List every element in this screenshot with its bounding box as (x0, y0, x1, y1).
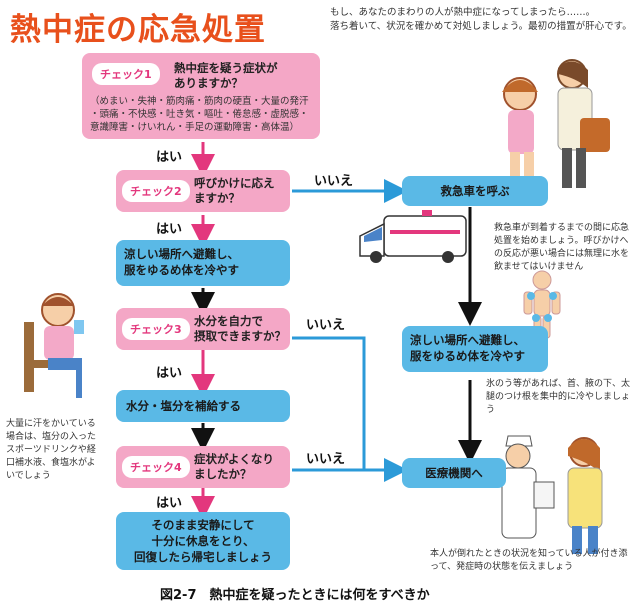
check4-box: チェック4 症状がよくなり ましたか？ (116, 446, 290, 488)
hospital-text: 医療機関へ (425, 466, 483, 480)
no-label-1: いいえ (314, 174, 354, 189)
ambulance-box: 救急車を呼ぶ (402, 176, 548, 206)
check1-symptoms-line3: 意識障害・けいれん・手足の運動障害・高体温） (90, 122, 300, 133)
yes-label-2: はい (156, 222, 183, 237)
rest-action-line2: 十分に休息をとり、 (151, 534, 255, 548)
line-no-3 (292, 336, 366, 470)
hydrate-action-box: 水分・塩分を補給する (116, 390, 290, 422)
intro-line-1: もし、あなたのまわりの人が熱中症になってしまったら……。 (330, 7, 596, 18)
hydrate-action-text: 水分・塩分を補給する (126, 399, 241, 413)
hospital-box: 医療機関へ (402, 458, 506, 488)
check1-question-line1: 熱中症を疑う症状が (174, 61, 278, 75)
cool-action-line1: 涼しい場所へ避難し、 (124, 247, 239, 261)
yes-label-3: はい (156, 366, 183, 381)
intro-text: もし、あなたのまわりの人が熱中症になってしまったら……。 落ち着いて、状況を確か… (330, 6, 635, 34)
cool-action-right-line1: 涼しい場所へ避難し、 (410, 333, 525, 347)
check1-symptoms-line2: ・頭痛・不快感・吐き気・嘔吐・倦怠感・虚脱感・ (90, 109, 309, 120)
check2-question-line2: ますか？ (194, 191, 240, 205)
check3-question-line1: 水分を自力で (194, 314, 263, 328)
rest-action-line3: 回復したら帰宅しましょう (134, 550, 272, 564)
ice-note: 氷のう等があれば、首、腋の下、太腿のつけ根を集中的に冷やしましょう (486, 379, 631, 415)
cool-action-box: 涼しい場所へ避難し、 服をゆるめ体を冷やす (116, 240, 290, 286)
check1-question-line2: ありますか？ (174, 76, 243, 90)
ambulance-text: 救急車を呼ぶ (440, 184, 510, 198)
check2-box: チェック2 呼びかけに応え ますか？ (116, 170, 290, 212)
check1-box: チェック1 熱中症を疑う症状が ありますか？ （めまい・失神・筋肉痛・筋肉の硬直… (82, 53, 320, 139)
check3-tag: チェック3 (122, 318, 190, 340)
yes-label-4: はい (156, 496, 183, 511)
check4-question-line1: 症状がよくなり (194, 452, 274, 466)
check3-question-line2: 摂取できますか？ (194, 329, 286, 343)
woman-and-girl-illustration (502, 59, 610, 188)
no-label-3: いいえ (306, 318, 346, 333)
hospital-note: 本人が倒れたときの状況を知っている人が付き添って、発症時の状態を伝えましょう (430, 549, 628, 572)
rest-action-line1: そのまま安静にして (151, 518, 255, 532)
cool-action-line2: 服をゆるめ体を冷やす (124, 263, 239, 277)
check3-box: チェック3 水分を自力で 摂取できますか？ (116, 308, 290, 350)
page-title: 熱中症の応急処置 (10, 12, 266, 48)
cool-action-right-line2: 服をゆるめ体を冷やす (410, 349, 525, 363)
cool-action-right-box: 涼しい場所へ避難し、 服をゆるめ体を冷やす (402, 326, 548, 372)
intro-line-2: 落ち着いて、状況を確かめて対処しましょう。最初の措置が肝心です。 (330, 21, 632, 32)
check2-question-line1: 呼びかけに応え (194, 176, 275, 190)
check2-tag: チェック2 (122, 180, 190, 202)
check1-symptoms-line1: （めまい・失神・筋肉痛・筋肉の硬直・大量の発汗 (90, 96, 309, 107)
check1-tag: チェック1 (92, 63, 160, 85)
check4-tag: チェック4 (122, 456, 190, 478)
check4-question-line2: ましたか？ (194, 467, 252, 481)
drinking-person-illustration (24, 293, 84, 398)
figure-caption: 図2-7 熱中症を疑ったときには何をすべきか (160, 588, 430, 603)
no-label-4: いいえ (306, 452, 346, 467)
rest-action-box: そのまま安静にして 十分に休息をとり、 回復したら帰宅しましょう (116, 512, 290, 570)
nurse-and-patient-illustration (501, 435, 603, 554)
drink-note: 大量に汗をかいている場合は、塩分の入ったスポーツドリンクや経口補水液、食塩水がよ… (6, 419, 97, 481)
yes-label-1: はい (156, 150, 183, 165)
ambulance-illustration (359, 210, 467, 263)
ambulance-note: 救急車が到着するまでの間に応急処置を始めましょう。呼びかけへの反応が悪い場合には… (494, 223, 630, 272)
